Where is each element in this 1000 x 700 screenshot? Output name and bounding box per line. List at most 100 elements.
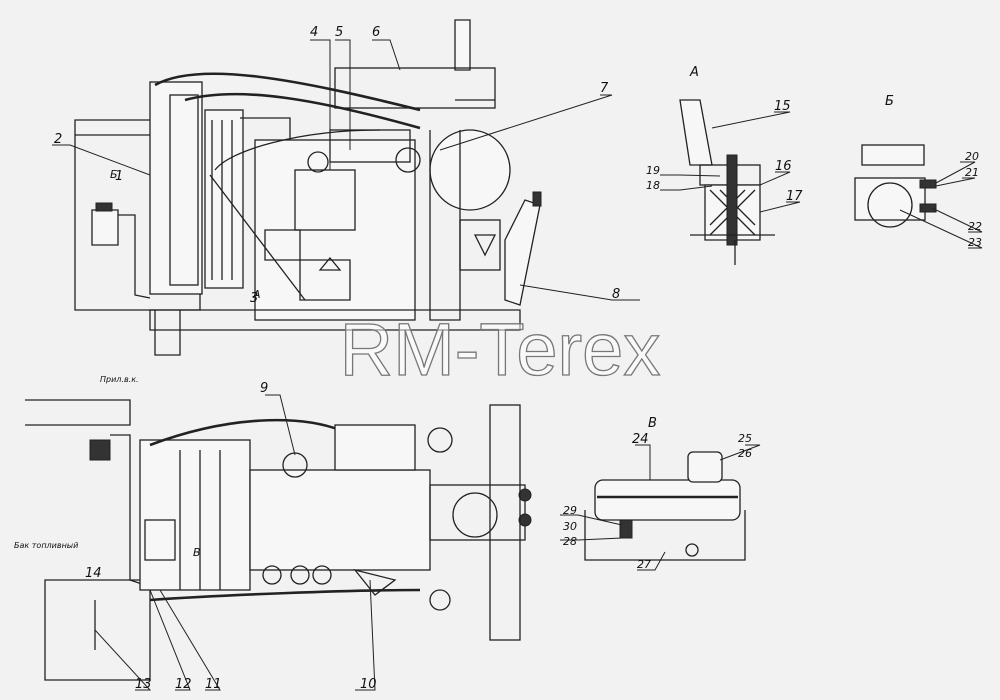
callout-18: 18 bbox=[646, 179, 660, 192]
washer-bottle bbox=[91, 209, 119, 246]
drive-belt bbox=[209, 174, 306, 301]
leader-10 bbox=[355, 579, 376, 691]
callout-27: 27 bbox=[637, 558, 651, 571]
view-v-cap bbox=[687, 451, 723, 483]
arrow-mark bbox=[318, 256, 342, 271]
gauge-circle bbox=[395, 147, 421, 173]
leader-23 bbox=[899, 209, 983, 249]
leaders bbox=[52, 39, 983, 691]
lower-block bbox=[299, 259, 351, 301]
callout-13: 13 bbox=[135, 677, 152, 692]
view-b bbox=[854, 144, 937, 228]
callouts: 1 2 3 4 5 6 7 8 9 10 11 12 13 14 15 16 1… bbox=[54, 25, 982, 692]
leader-20 bbox=[935, 161, 976, 184]
belt-upper bbox=[214, 129, 381, 171]
leader-22 bbox=[931, 207, 983, 233]
callout-2: 2 bbox=[54, 132, 62, 147]
leader-15 bbox=[711, 111, 791, 129]
roller-1 bbox=[290, 565, 310, 585]
leader-27 bbox=[637, 551, 666, 571]
callout-5: 5 bbox=[335, 25, 343, 40]
right-post bbox=[489, 404, 521, 641]
air-intake-box bbox=[334, 67, 496, 109]
leader-29 bbox=[560, 514, 623, 526]
clamp-10 bbox=[353, 568, 397, 596]
mark-v-bottom: В bbox=[193, 546, 201, 559]
view-a-bolt bbox=[726, 154, 738, 246]
air-filter bbox=[429, 129, 511, 211]
lower-tie bbox=[149, 588, 421, 602]
leader-4 bbox=[310, 39, 331, 170]
callout-12: 12 bbox=[175, 677, 192, 692]
washer-pipe bbox=[118, 214, 151, 299]
leader-12 bbox=[149, 589, 191, 691]
callout-16: 16 bbox=[775, 159, 792, 174]
roller-2 bbox=[312, 565, 332, 585]
pipe-coupling bbox=[89, 439, 111, 461]
tank-note: Бак топливный bbox=[14, 541, 78, 550]
view-b-terminal-bottom bbox=[919, 203, 937, 213]
top-main-view bbox=[74, 19, 542, 356]
leader-19 bbox=[660, 174, 721, 177]
pulley bbox=[307, 151, 329, 173]
view-v-tank bbox=[594, 479, 741, 521]
radiator-fins bbox=[179, 450, 221, 590]
leader-25 bbox=[719, 444, 761, 461]
view-a-letter: А bbox=[689, 65, 699, 80]
leader-17 bbox=[759, 201, 801, 213]
watermark: RM-Terex bbox=[340, 308, 661, 391]
lower-hose bbox=[149, 418, 341, 447]
view-v-valve bbox=[619, 519, 633, 539]
leader-21 bbox=[935, 177, 976, 187]
callout-7: 7 bbox=[600, 81, 609, 96]
mount-triangle bbox=[473, 234, 497, 257]
radiator-lower bbox=[139, 439, 251, 591]
callout-14: 14 bbox=[85, 566, 102, 581]
frame-rail bbox=[149, 309, 521, 331]
view-b-relay bbox=[854, 177, 926, 221]
battery-box bbox=[334, 424, 416, 471]
filter-mount bbox=[459, 219, 501, 271]
leader-24 bbox=[635, 444, 651, 480]
callout-25: 25 bbox=[738, 432, 752, 445]
callout-20: 20 bbox=[965, 150, 979, 163]
callout-17: 17 bbox=[786, 189, 803, 204]
callout-24: 24 bbox=[632, 432, 649, 447]
leader-8 bbox=[519, 284, 640, 301]
leader-18 bbox=[660, 185, 713, 191]
callout-6: 6 bbox=[372, 25, 380, 40]
leader-6 bbox=[372, 39, 401, 71]
mark-a-top: А bbox=[252, 288, 261, 301]
callout-8: 8 bbox=[612, 287, 620, 302]
view-a bbox=[679, 99, 775, 265]
callout-28: 28 bbox=[563, 535, 577, 548]
callout-21: 21 bbox=[965, 166, 979, 179]
callout-3: 3 bbox=[250, 291, 258, 306]
lamp-cap bbox=[532, 191, 542, 207]
upper-hose-inner bbox=[184, 92, 421, 130]
view-b-top-plate bbox=[861, 144, 925, 166]
callout-1-top: 1 bbox=[115, 169, 123, 184]
bolt-b bbox=[518, 513, 532, 527]
view-v-letter: В bbox=[648, 416, 657, 431]
leader-13 bbox=[94, 629, 152, 691]
fan-fins bbox=[211, 120, 233, 280]
view-b-letter: Б bbox=[885, 94, 894, 109]
radiator bbox=[149, 81, 203, 295]
callout-19: 19 bbox=[646, 164, 660, 177]
leader-9 bbox=[265, 394, 296, 456]
radiator-core bbox=[169, 94, 199, 286]
leader-16 bbox=[759, 171, 791, 186]
bolt-top bbox=[427, 427, 453, 453]
callout-15: 15 bbox=[774, 99, 791, 114]
frame-foot bbox=[154, 310, 181, 356]
engine-lower bbox=[249, 469, 431, 571]
callout-9: 9 bbox=[260, 381, 268, 396]
fan-shroud bbox=[204, 109, 244, 289]
leader-5 bbox=[335, 39, 351, 150]
callout-23: 23 bbox=[968, 236, 982, 249]
view-v bbox=[584, 451, 746, 561]
callout-30: 30 bbox=[563, 520, 577, 533]
callout-10: 10 bbox=[360, 677, 377, 692]
